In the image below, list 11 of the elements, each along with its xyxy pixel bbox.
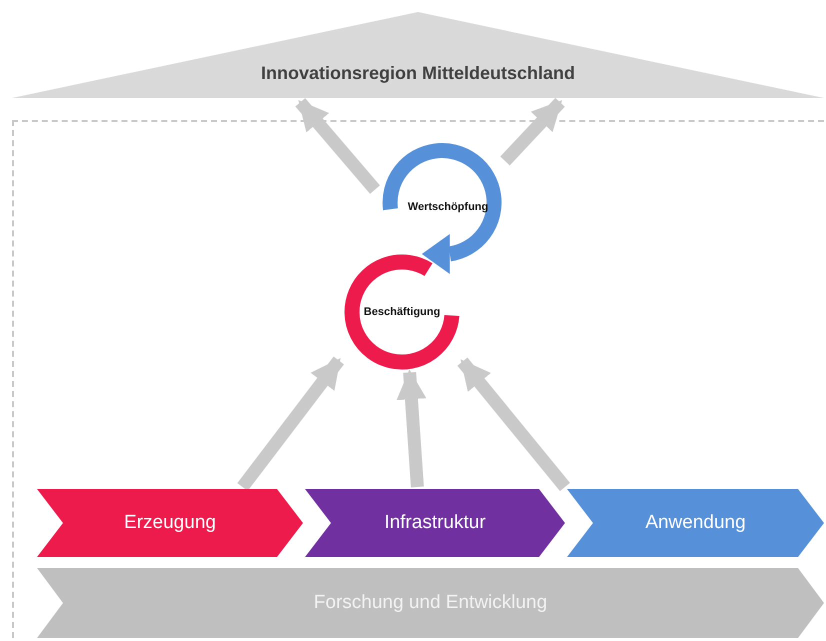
dashed-frame (12, 120, 824, 638)
node-label: Innovationsregion Mitteldeutschland (260, 62, 575, 84)
arrow (396, 369, 426, 488)
arrow (295, 98, 380, 194)
node-label: Infrastruktur (384, 512, 486, 534)
arrow (500, 98, 565, 166)
node-label: Anwendung (645, 512, 746, 534)
arrow (237, 356, 344, 491)
arrow (457, 357, 570, 492)
node-label: Beschäftigung (364, 306, 440, 318)
node-label: Erzeugung (124, 512, 216, 534)
